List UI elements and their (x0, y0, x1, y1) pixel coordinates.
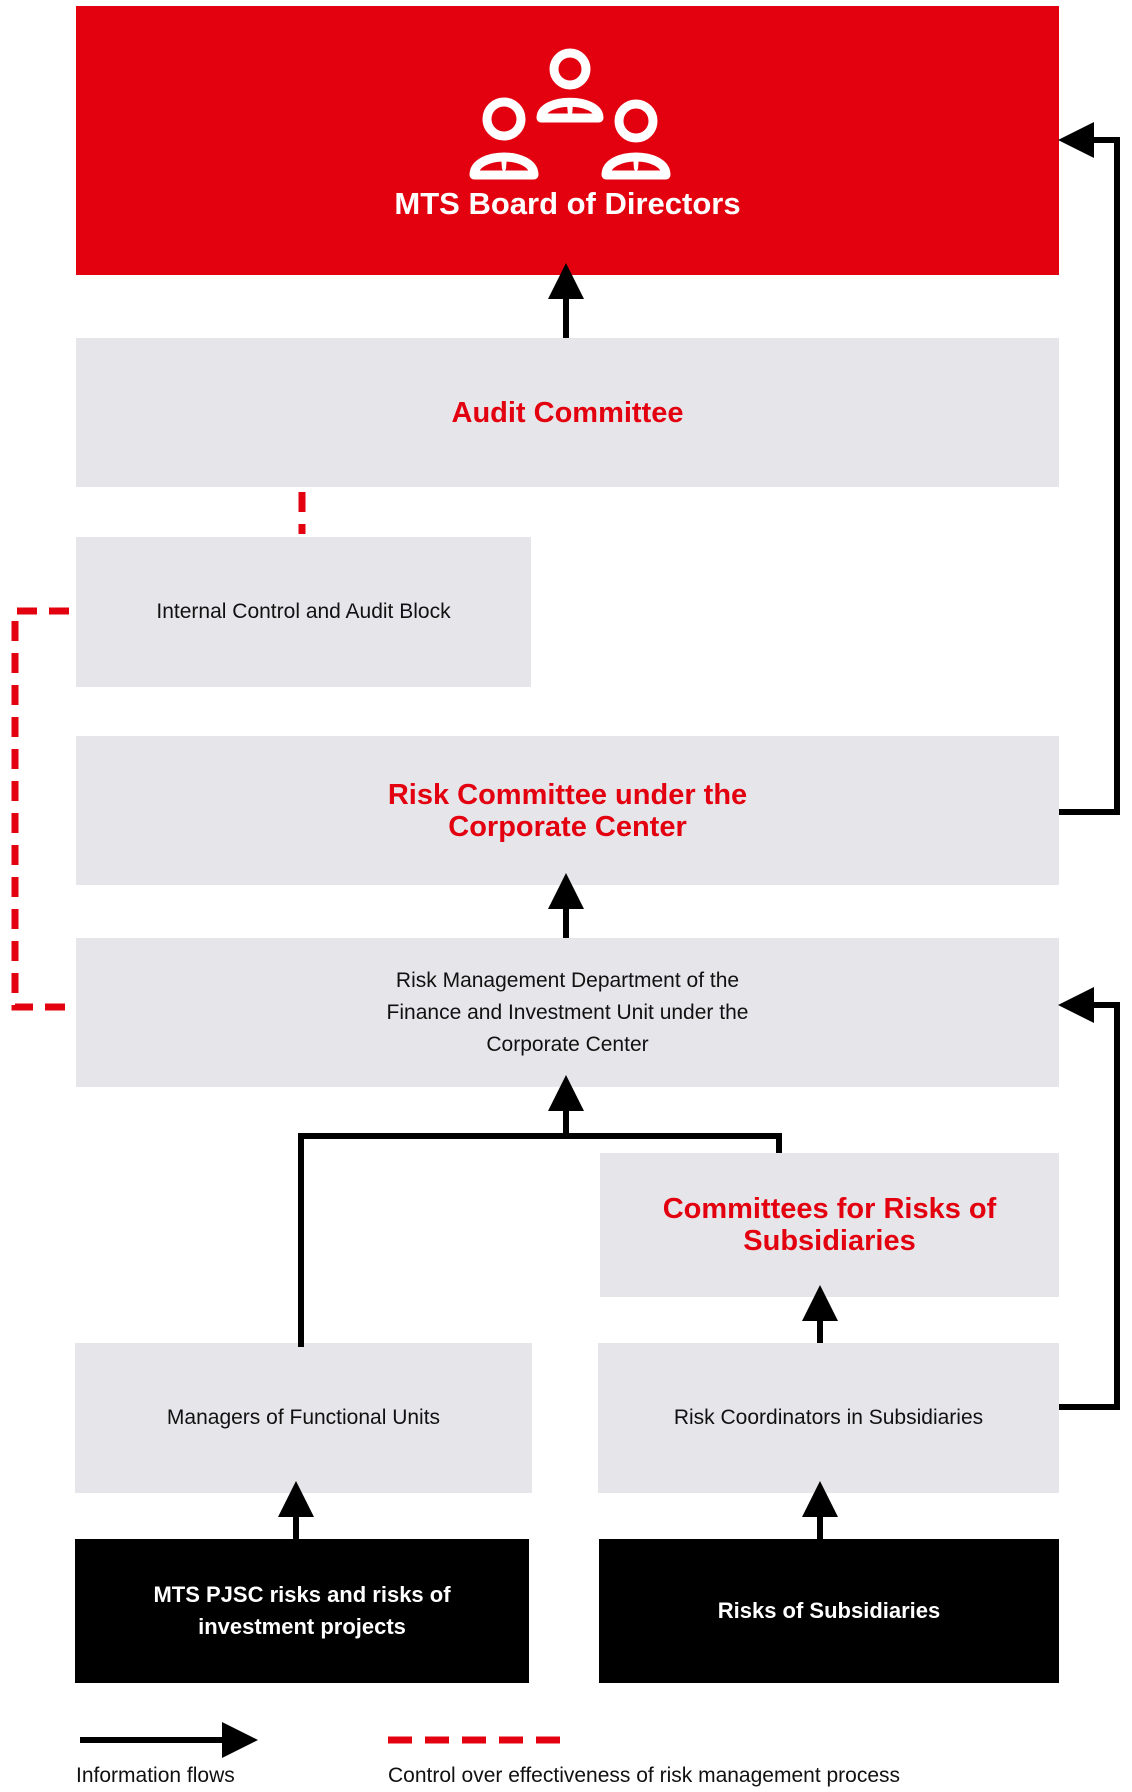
risk-management-dept-box: Risk Management Department of the Financ… (76, 938, 1059, 1087)
subsidiary-committees-box: Committees for Risks of Subsidiaries (600, 1153, 1059, 1297)
audit-committee-title: Audit Committee (451, 396, 684, 429)
board-members-icon (469, 48, 670, 180)
coordinators-text: Risk Coordinators in Subsidiaries (673, 1406, 984, 1429)
mts-risks-box: MTS PJSC risks and risks of investment p… (75, 1539, 529, 1683)
mts-risks-text: MTS PJSC risks and risks of investment p… (153, 1582, 451, 1639)
subsidiary-risks-text: Risks of Subsidiaries (717, 1598, 941, 1623)
managers-text: Managers of Functional Units (166, 1406, 441, 1429)
legend-information-flows: Information flows (76, 1764, 235, 1787)
flow-coordinators-to-dept (1058, 987, 1120, 1410)
flow-risk-committee-to-board (1058, 122, 1120, 815)
legend-control: Control over effectiveness of risk manag… (388, 1764, 901, 1787)
managers-box: Managers of Functional Units (75, 1343, 532, 1493)
board-title: MTS Board of Directors (394, 186, 741, 221)
risk-committee-box: Risk Committee under the Corporate Cente… (76, 736, 1059, 885)
board-of-directors-box: MTS Board of Directors (76, 6, 1059, 275)
risk-management-dept-text: Risk Management Department of the Financ… (386, 968, 749, 1056)
audit-committee-box: Audit Committee (76, 338, 1059, 487)
internal-control-box: Internal Control and Audit Block (76, 537, 531, 687)
subsidiary-risks-box: Risks of Subsidiaries (599, 1539, 1059, 1683)
internal-control-text: Internal Control and Audit Block (156, 600, 451, 623)
coordinators-box: Risk Coordinators in Subsidiaries (598, 1343, 1059, 1493)
control-bracket (11, 607, 69, 1011)
risk-committee-title: Risk Committee under the Corporate Cente… (387, 778, 748, 843)
flow-merge-lines (298, 1133, 782, 1347)
subsidiary-committees-title: Committees for Risks of Subsidiaries (662, 1193, 997, 1257)
